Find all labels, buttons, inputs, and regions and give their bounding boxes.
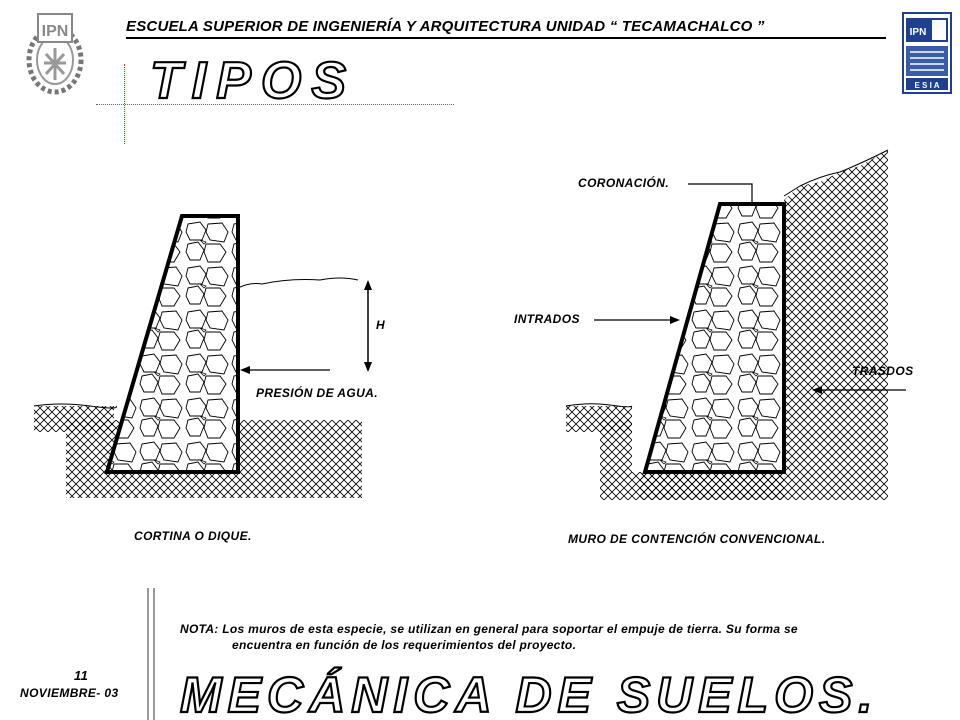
retaining-wall-figure bbox=[565, 149, 906, 500]
caption-retaining-wall: MURO DE CONTENCIÓN CONVENCIONAL. bbox=[568, 532, 826, 546]
label-trasdos: TRASDOS bbox=[852, 364, 914, 378]
caption-dam: CORTINA O DIQUE. bbox=[134, 529, 252, 543]
ipn-logo: IPN bbox=[22, 8, 88, 106]
label-h: H bbox=[376, 318, 386, 332]
ipn-logo-text: IPN bbox=[42, 23, 69, 40]
footer-title: MECÁNICA DE SUELOS. bbox=[179, 666, 878, 720]
note-line-2: encuentra en función de los requerimient… bbox=[232, 638, 577, 652]
page-number: 11 bbox=[74, 668, 89, 683]
note-line-1: NOTA: Los muros de esta especie, se util… bbox=[180, 622, 798, 636]
dam-figure bbox=[33, 214, 372, 498]
label-crown: CORONACIÓN. bbox=[578, 176, 670, 190]
date-label: NOVIEMBRE- 03 bbox=[20, 686, 119, 700]
header-title: ESCUELA SUPERIOR DE INGENIERÍA Y ARQUITE… bbox=[126, 18, 886, 39]
esia-logo-esia-text: E S I A bbox=[914, 81, 939, 90]
slide-title-text: TIPOS bbox=[150, 52, 356, 108]
label-intrados: INTRADOS bbox=[514, 312, 580, 326]
esia-logo: IPN E S I A bbox=[902, 12, 952, 94]
dotted-horizontal-line bbox=[96, 104, 454, 105]
label-pressure: PRESIÓN DE AGUA. bbox=[256, 386, 378, 400]
slide-title: TIPOS bbox=[150, 52, 356, 108]
footer-title-text: MECÁNICA DE SUELOS. bbox=[180, 667, 878, 720]
esia-logo-ipn-text: IPN bbox=[910, 27, 927, 38]
